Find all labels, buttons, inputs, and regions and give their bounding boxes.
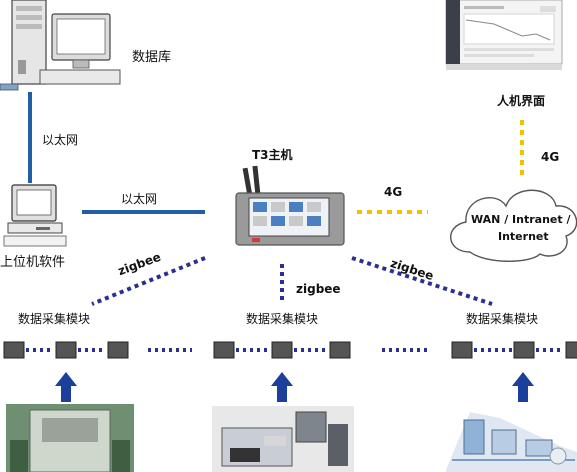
module-row-center <box>213 341 351 359</box>
zigbee-label-center: zigbee <box>296 282 341 296</box>
module-label-right: 数据采集模块 <box>466 312 539 326</box>
ethernet-label-vertical: 以太网 <box>42 133 79 147</box>
injection-molding-machine-image <box>212 406 354 472</box>
host-computer-icon <box>3 184 67 247</box>
cloud-network-icon <box>450 189 577 262</box>
module-label-left: 数据采集模块 <box>18 312 91 326</box>
hmi-screen-icon <box>445 0 563 70</box>
cloud-label-line2: Internet <box>498 230 549 243</box>
cloud-label-line1: WAN / Intranet / <box>471 213 571 226</box>
hmi-label: 人机界面 <box>497 94 546 108</box>
t3-host-device-icon <box>235 165 345 246</box>
module-row-right <box>451 341 577 359</box>
module-label-center: 数据采集模块 <box>246 312 319 326</box>
link-4g-horizontal-label: 4G <box>384 185 403 199</box>
up-arrow-center-icon <box>271 372 293 402</box>
ethernet-label-horizontal: 以太网 <box>121 192 158 206</box>
zigbee-link-right <box>351 256 493 306</box>
host-software-label: 上位机软件 <box>0 255 66 270</box>
link-4g-vertical-label: 4G <box>541 150 560 164</box>
production-line-image <box>446 412 577 472</box>
t3-host-label: T3主机 <box>252 148 293 162</box>
database-label: 数据库 <box>132 50 172 65</box>
up-arrow-left-icon <box>55 372 77 402</box>
stamping-machine-image <box>6 404 134 472</box>
database-server-icon <box>0 0 121 91</box>
up-arrow-right-icon <box>512 372 534 402</box>
module-row-left <box>3 341 129 359</box>
